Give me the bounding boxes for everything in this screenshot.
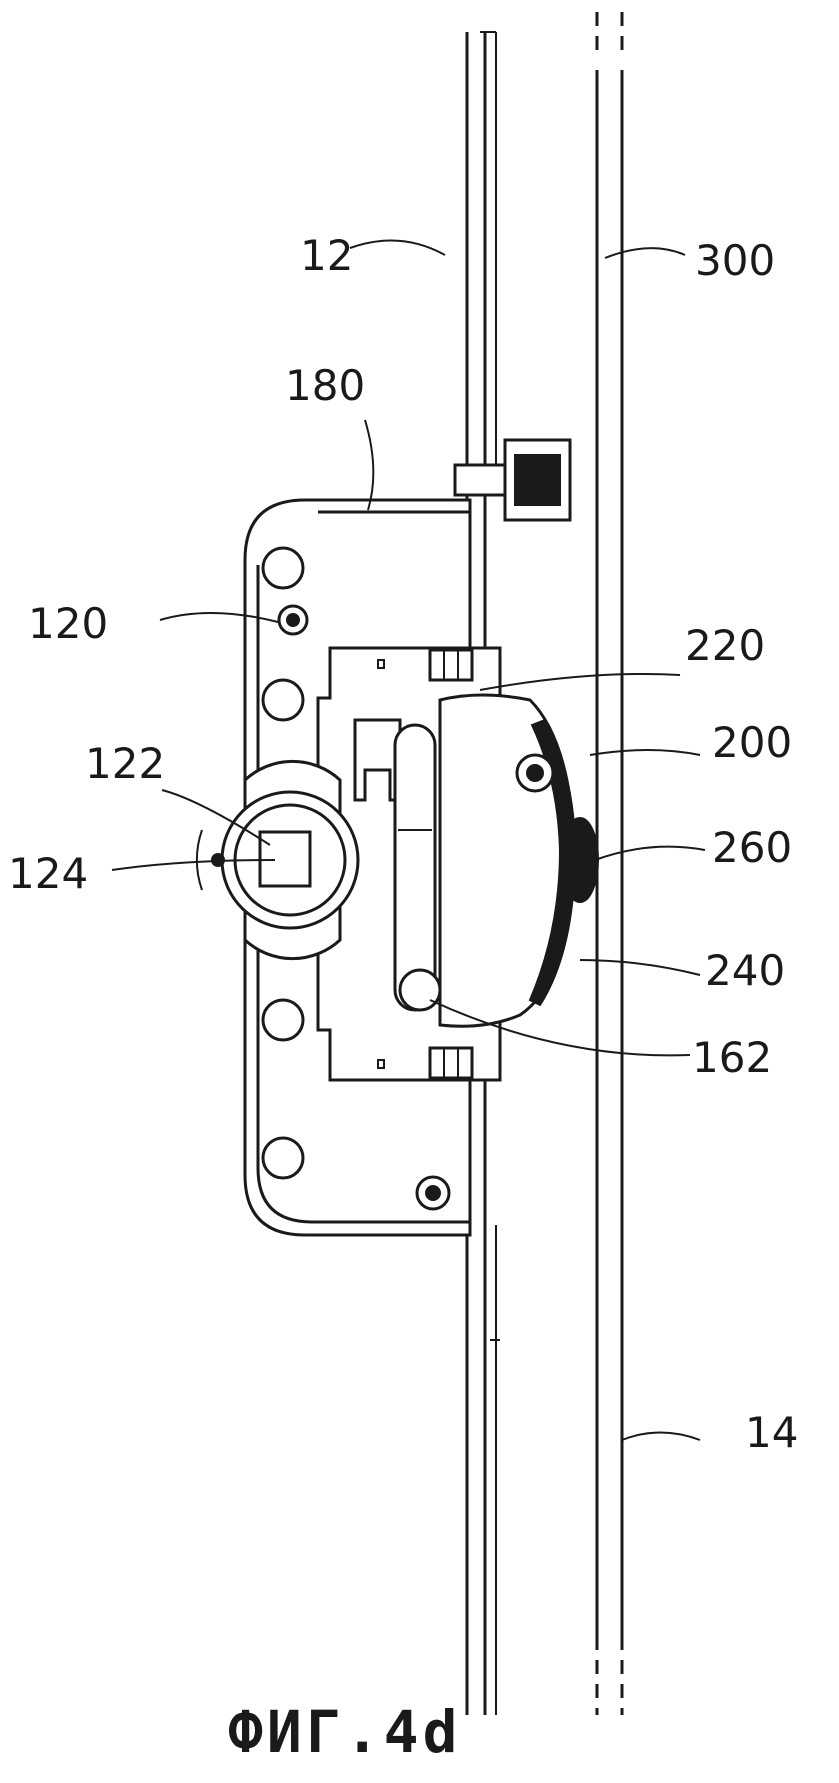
label-220: 220: [685, 621, 765, 670]
reference-labels: 12 300 180 120 220 200 122 124 260 240 1…: [8, 231, 798, 1457]
label-300: 300: [695, 236, 775, 285]
label-120: 120: [28, 599, 108, 648]
label-122: 122: [85, 739, 165, 788]
lever-220: [353, 718, 442, 1012]
spindle-hub-122: [195, 760, 360, 960]
label-260: 260: [712, 823, 792, 872]
keeper-bolt: [453, 438, 572, 522]
label-162: 162: [692, 1033, 772, 1082]
figure-caption: ФИГ.4d: [228, 1698, 462, 1766]
cam-cover-200: [438, 693, 599, 1028]
label-200: 200: [712, 718, 792, 767]
label-180: 180: [285, 361, 365, 410]
label-14: 14: [745, 1408, 798, 1457]
leader-lines: [111, 239, 706, 1441]
frame-rails-300: [595, 12, 624, 1715]
label-12: 12: [300, 231, 353, 280]
label-240: 240: [705, 946, 785, 995]
label-124: 124: [8, 849, 88, 898]
